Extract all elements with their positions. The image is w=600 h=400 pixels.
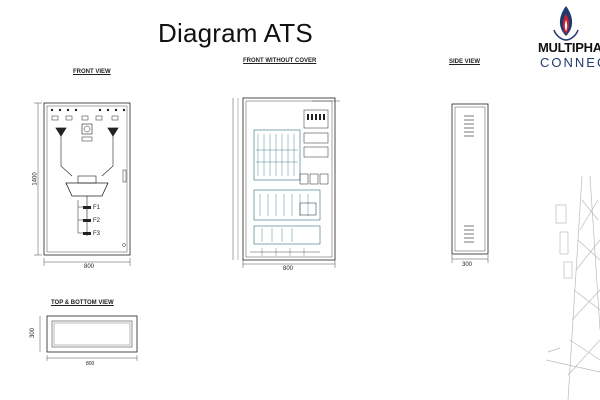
source-a-symbol [55,127,67,137]
company-logo-mark [553,6,579,41]
top-bottom-view-label: TOP & BOTTOM VIEW [51,300,114,306]
source-b-symbol [107,127,119,137]
inner-enclosure-outline [242,97,336,261]
output-busbar-block [253,225,321,245]
busbar-lines-a [256,134,298,176]
indicator-lamps [50,108,126,112]
inner-width-dimension: 800 [283,266,294,272]
telecom-tower-image [545,175,600,400]
side-enclosure-outline [451,103,489,255]
side-width-dimension: 300 [462,262,473,268]
control-module-top [303,109,329,129]
logo-text-line2: CONNEC [540,55,600,70]
feeder-label-f1: F1 [93,205,101,211]
relay-row [299,173,329,185]
feeder-label-f2: F2 [93,218,101,224]
vent-slots-bottom [464,225,474,243]
feeder-breakers [83,206,91,235]
front-enclosure-outline [43,102,131,256]
breaker-a-block [253,129,301,181]
door-handle [122,169,127,183]
logo-text-line1: MULTIPHA [538,40,600,55]
top-bottom-view-drawing [39,315,138,361]
ats-switch-block [253,189,321,221]
meter-row [51,115,119,121]
front-without-cover-label: FRONT WITHOUT COVER [243,58,317,64]
front-without-cover-drawing [232,97,340,268]
top-enclosure-outline [46,315,138,353]
side-view-drawing [451,103,489,263]
front-width-dimension: 800 [84,264,95,270]
top-width-dimension: 800 [86,361,95,367]
front-view-drawing [34,102,131,266]
vent-slots-top [464,115,474,137]
selector-switch [81,123,93,135]
side-view-label: SIDE VIEW [449,59,481,65]
ats-switch-body [65,182,109,197]
feeder-label-f3: F3 [93,231,101,237]
slide-title: Diagram ATS [158,18,313,48]
front-view-label: FRONT VIEW [73,69,111,75]
